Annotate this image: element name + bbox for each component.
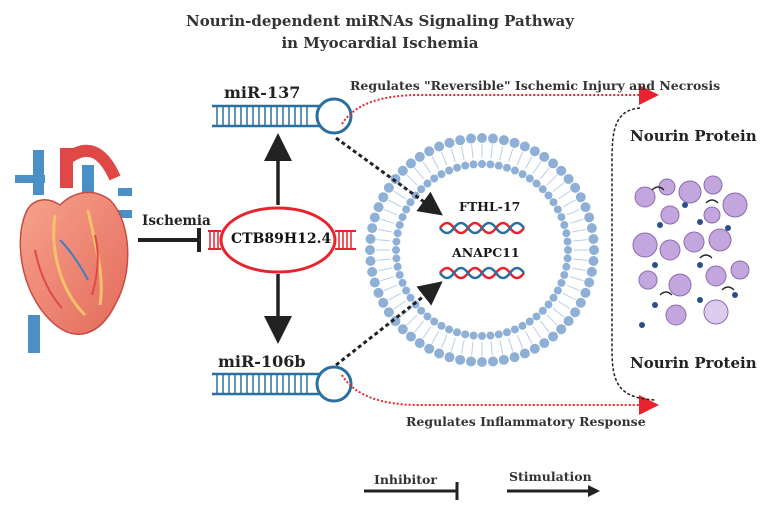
regulates-top-label: Regulates "Reversible" Ischemic Injury a… [350,78,721,93]
gene-fthl17-label: FTHL-17 [459,199,521,214]
mir137-label: miR-137 [224,83,301,102]
protein-cluster-icon [632,175,750,328]
ischemia-inhibitor-arrow [138,228,201,252]
lncrna-ctb89h12-shape [208,206,356,274]
mir137-hairpin-icon [212,97,353,135]
legend-inhibitor-label: Inhibitor [374,472,437,487]
dna-helix-icon [438,221,526,280]
mir106b-label: miR-106b [218,352,306,371]
protein-bracket-curve [611,107,656,401]
regulation-arrow-bottom [341,374,659,415]
mir137-to-fthl17-arrow [335,136,443,216]
regulation-arrow-top [341,85,659,125]
protein-label-top: Nourin Protein [630,127,757,145]
mir106b-to-anapc11-arrow [335,281,443,367]
mir106b-hairpin-icon [212,365,353,403]
gene-anapc11-label: ANAPC11 [452,245,520,260]
ischemia-label: Ischemia [142,213,211,229]
legend-stimulation-icon [507,485,600,497]
heart-icon [15,144,132,353]
legend-inhibitor-icon [364,482,459,500]
title-line-1: Nourin-dependent miRNAs Signaling Pathwa… [186,12,574,30]
cell-membrane-icon [365,133,599,367]
title-line-2: in Myocardial Ischemia [281,34,479,52]
protein-label-bottom: Nourin Protein [630,354,757,372]
lncrna-label: CTB89H12.4 [231,231,332,247]
regulates-bottom-label: Regulates Inflammatory Response [406,414,646,429]
legend-stimulation-label: Stimulation [509,469,592,484]
